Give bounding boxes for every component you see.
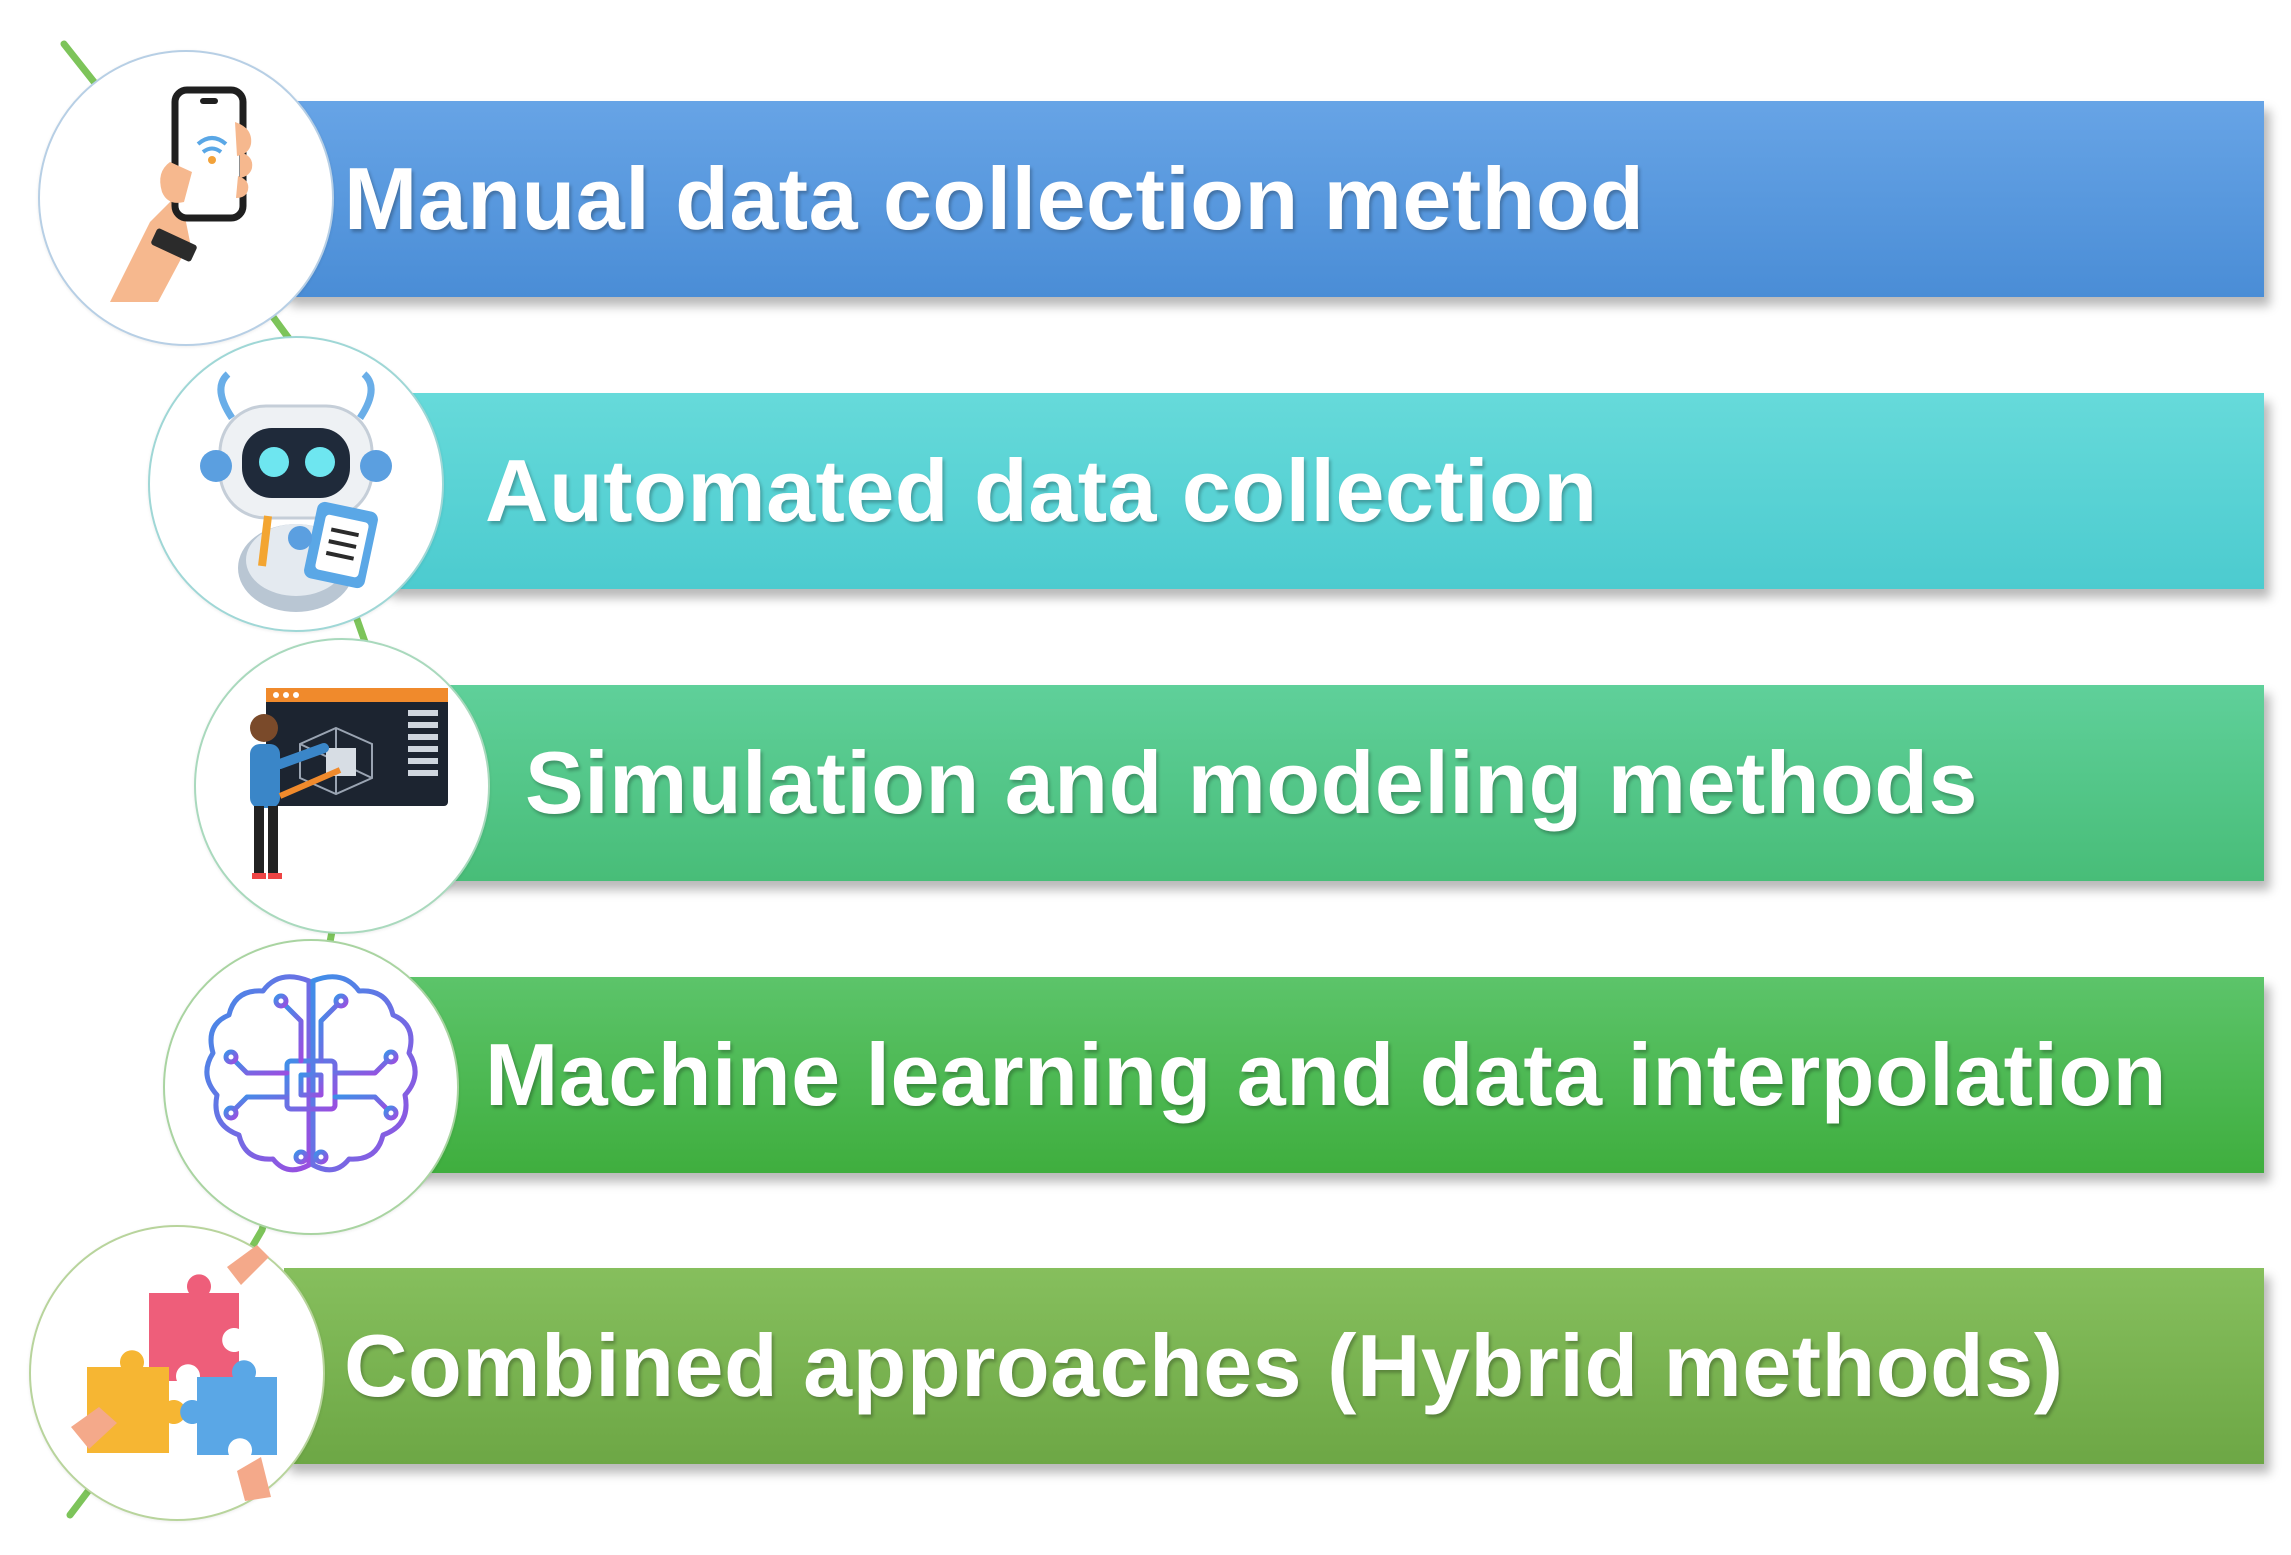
banner-manual-data-collection: Manual data collection method bbox=[284, 101, 2264, 297]
banner-label: Automated data collection bbox=[485, 441, 1598, 540]
person-presenting-3d-model-icon bbox=[194, 638, 490, 934]
brain-circuit-icon bbox=[163, 939, 459, 1235]
banner-label: Manual data collection method bbox=[344, 149, 1645, 248]
phone-in-hand-icon bbox=[38, 50, 334, 346]
banner-simulation-modeling: Simulation and modeling methods bbox=[430, 685, 2264, 881]
banner-label: Simulation and modeling methods bbox=[525, 733, 1978, 832]
hands-puzzle-icon bbox=[29, 1225, 325, 1521]
banner-combined-approaches: Combined approaches (Hybrid methods) bbox=[284, 1268, 2264, 1464]
robot-with-clipboard-icon bbox=[148, 336, 444, 632]
banner-automated-data-collection: Automated data collection bbox=[385, 393, 2264, 589]
banner-machine-learning: Machine learning and data interpolation bbox=[395, 977, 2264, 1173]
banner-label: Machine learning and data interpolation bbox=[485, 1025, 2167, 1124]
banner-label: Combined approaches (Hybrid methods) bbox=[344, 1316, 2064, 1415]
